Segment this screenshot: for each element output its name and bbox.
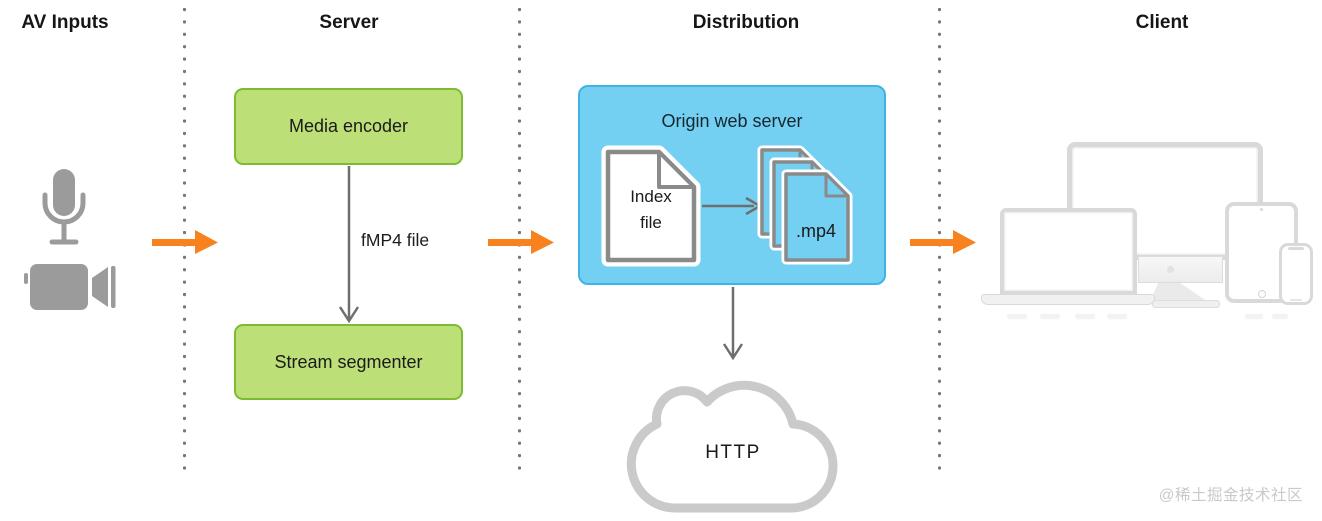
laptop-icon — [1000, 208, 1137, 295]
document-icon — [601, 145, 701, 267]
stream-segmenter-box: Stream segmenter — [234, 324, 463, 400]
header-client: Client — [1135, 12, 1189, 33]
phone-icon — [1279, 243, 1313, 305]
header-av-inputs: AV Inputs — [21, 12, 109, 33]
down-arrow-icon — [722, 287, 744, 361]
reflection — [1245, 314, 1263, 319]
watermark: @稀土掘金技术社区 — [1158, 487, 1303, 504]
mp4-label: .mp4 — [795, 221, 837, 241]
laptop-base — [981, 294, 1155, 305]
reflection — [1007, 314, 1027, 319]
imac-foot — [1152, 300, 1220, 308]
microphone-icon — [42, 169, 86, 245]
document-stack-front-icon — [781, 169, 853, 265]
video-camera-icon — [24, 264, 116, 310]
phone-home-bar — [1290, 298, 1302, 301]
fmp4-file-label: fMP4 file — [361, 230, 430, 250]
imac-logo-dot — [1166, 266, 1174, 273]
stream-segmenter-label: Stream segmenter — [274, 351, 423, 372]
reflection — [1272, 314, 1288, 319]
flow-arrow-icon — [152, 230, 218, 254]
index-file-label: Index file — [630, 187, 672, 233]
imac-icon — [1138, 256, 1223, 283]
media-encoder-label: Media encoder — [288, 116, 409, 136]
flow-arrow-icon — [910, 230, 976, 254]
header-distribution: Distribution — [692, 12, 800, 33]
right-arrow-icon — [702, 196, 763, 216]
flow-arrow-icon — [488, 230, 554, 254]
reflection — [1075, 314, 1095, 319]
phone-notch — [1288, 247, 1304, 250]
cloud-icon — [626, 380, 838, 513]
media-encoder-box: Media encoder — [234, 88, 463, 165]
tablet-camera-dot — [1260, 208, 1263, 211]
tablet-home-button — [1257, 290, 1266, 298]
reflection — [1107, 314, 1127, 319]
origin-web-server-label: Origin web server — [661, 111, 803, 131]
down-arrow-icon — [338, 166, 360, 324]
header-server: Server — [319, 12, 379, 33]
reflection — [1040, 314, 1060, 319]
http-label: HTTP — [705, 442, 761, 463]
